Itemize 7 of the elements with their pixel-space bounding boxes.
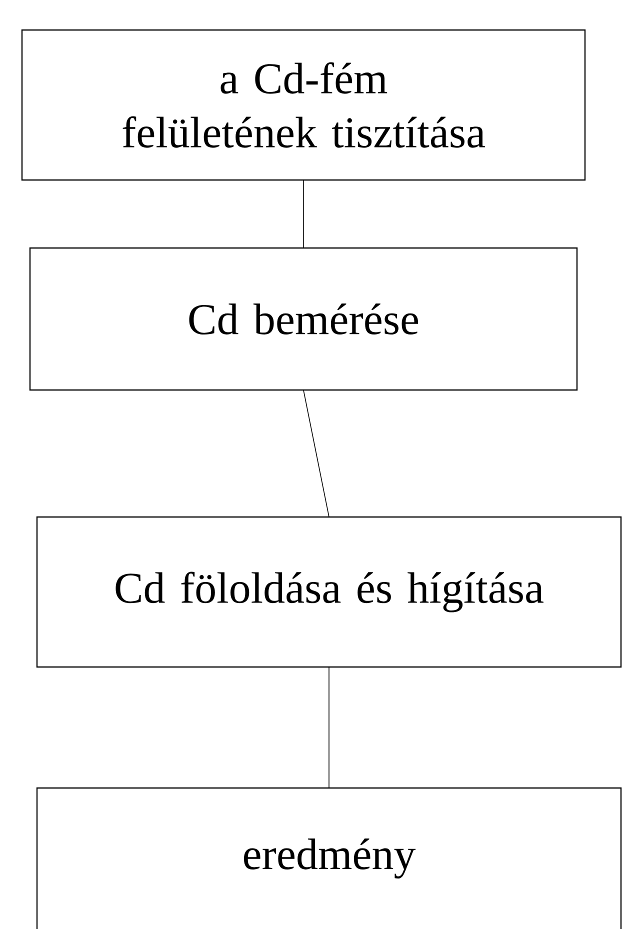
process-box: Cd föloldása és hígítása	[36, 516, 622, 668]
process-box: eredmény	[36, 787, 622, 929]
process-box: Cd bemérése	[29, 247, 578, 391]
connector-line	[328, 666, 330, 788]
connector-line	[303, 180, 304, 248]
process-box: a Cd-fém felületének tisztítása	[21, 29, 586, 181]
connector-line	[303, 390, 330, 518]
